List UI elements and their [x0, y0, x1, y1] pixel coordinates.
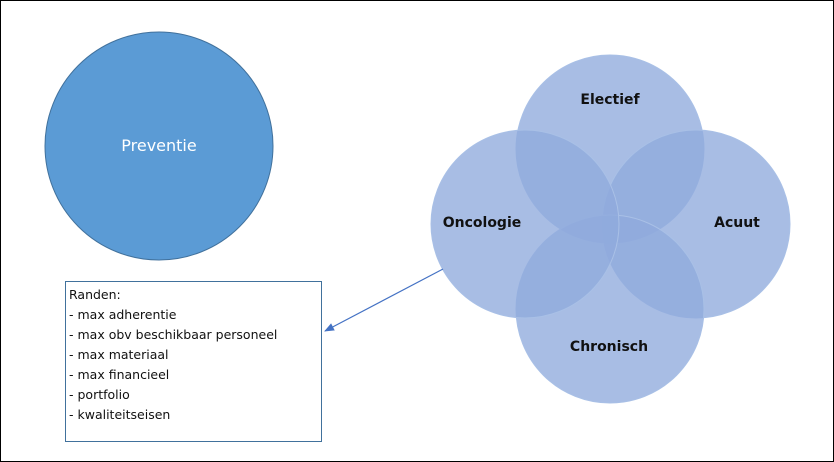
venn-circle-oncologie[interactable]	[430, 129, 620, 319]
randen-list: - max adherentie - max obv beschikbaar p…	[69, 305, 318, 425]
venn-label-oncologie: Oncologie	[443, 215, 522, 231]
randen-item: - max adherentie	[69, 307, 177, 322]
randen-title: Randen:	[69, 287, 121, 302]
venn-label-chronisch: Chronisch	[570, 339, 648, 355]
randen-item: - max financieel	[69, 367, 170, 382]
venn-diagram: Electief Acuut Chronisch Oncologie	[430, 54, 791, 404]
randen-item: - portfolio	[69, 387, 130, 402]
venn-label-electief: Electief	[580, 92, 640, 108]
connector-arrow[interactable]	[324, 268, 444, 332]
venn-label-acuut: Acuut	[714, 215, 760, 231]
randen-item: - max obv beschikbaar personeel	[69, 327, 278, 342]
randen-item: - kwaliteitseisen	[69, 407, 171, 422]
randen-note-box[interactable]: Randen: - max adherentie - max obv besch…	[65, 281, 322, 442]
preventie-shape[interactable]: Preventie	[44, 31, 274, 261]
preventie-label: Preventie	[121, 136, 196, 155]
preventie-circle[interactable]	[44, 31, 274, 261]
randen-item: - max materiaal	[69, 347, 169, 362]
